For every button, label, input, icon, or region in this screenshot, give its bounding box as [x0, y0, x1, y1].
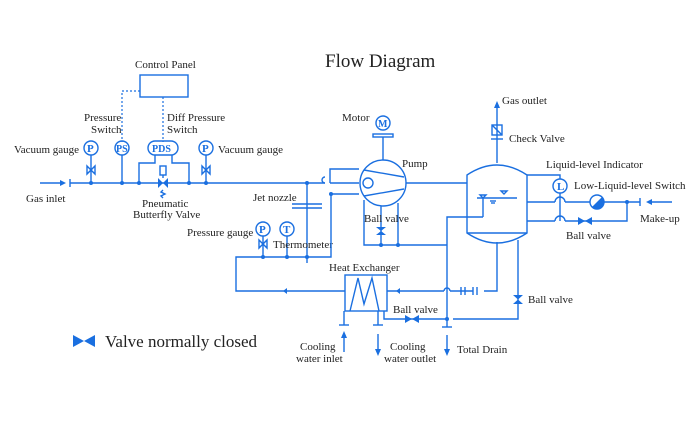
makeup-arrow-icon — [646, 199, 652, 205]
ball-valve-makeup-label: Ball valve — [566, 230, 611, 242]
makeup-junction — [625, 200, 629, 204]
cooling-outlet-label-1: Cooling — [390, 341, 426, 353]
jet-nozzle — [292, 183, 322, 263]
motor: M — [375, 115, 391, 131]
low-liquid-level-switch-label: Low-Liquid-level Switch — [574, 180, 686, 192]
vacuum-gauge-right: P — [198, 140, 214, 183]
legend-text: Valve normally closed — [105, 332, 258, 351]
heat-exchanger-label: Heat Exchanger — [329, 262, 400, 274]
cooling-inlet-label-2: water inlet — [296, 353, 343, 365]
tank-bottom-line — [484, 242, 498, 292]
pneumatic-butterfly-valve — [158, 165, 168, 199]
ball-valve-right-label: Ball valve — [528, 294, 573, 306]
pump-label: Pump — [402, 158, 428, 170]
svg-text:M: M — [378, 119, 388, 130]
check-valve — [491, 124, 503, 136]
jet-nozzle-label: Jet nozzle — [253, 192, 297, 204]
diagram-title: Flow Diagram — [325, 51, 436, 72]
pressure-gauge: P — [255, 221, 271, 257]
svg-text:P: P — [87, 143, 94, 155]
thermometer: T — [279, 221, 295, 257]
low-liquid-level-switch — [589, 194, 605, 210]
right-drain-line — [453, 240, 519, 320]
hx-ball-valve — [405, 315, 419, 323]
total-drain-arrow-icon — [444, 349, 450, 356]
heat-exchanger — [344, 274, 388, 312]
svg-text:PS: PS — [116, 144, 128, 155]
pump-ball-valve — [376, 227, 386, 235]
pressure-switch-label-2: Switch — [91, 124, 122, 136]
gas-outlet-arrow-icon — [494, 101, 500, 108]
separator-tank — [446, 164, 528, 263]
pressure-switch-ps: PS — [114, 140, 130, 183]
gas-inlet-arrow-icon — [60, 180, 66, 186]
line-crossover — [321, 176, 326, 184]
check-valve-diagonal — [491, 124, 503, 136]
check-valve-label: Check Valve — [509, 133, 565, 145]
pressure-switch-label-1: Pressure — [84, 112, 121, 124]
junction-dots-pump — [379, 243, 400, 247]
vacuum-gauge-left: P — [83, 140, 99, 183]
vacuum-gauge-left-label: Vacuum gauge — [14, 144, 79, 156]
vacuum-gauge-right-label: Vacuum gauge — [218, 144, 283, 156]
flow-arrow-icon — [283, 288, 287, 294]
lli-upper-line — [527, 174, 561, 179]
total-drain-label: Total Drain — [457, 344, 508, 356]
gas-inlet-label: Gas inlet — [26, 193, 65, 205]
svg-text:P: P — [202, 143, 209, 155]
pressure-gauge-label: Pressure gauge — [187, 227, 253, 239]
motor-coupling — [372, 133, 394, 138]
makeup-ball-valve — [578, 217, 592, 225]
motor-label: Motor — [342, 112, 370, 124]
pump — [359, 159, 407, 207]
cooling-inlet-label-1: Cooling — [300, 341, 336, 353]
hx-drain-line — [383, 311, 447, 320]
ball-valve-hx-label: Ball valve — [393, 304, 438, 316]
diff-pressure-label-1: Diff Pressure — [167, 112, 225, 124]
liquid-level-indicator-label: Liquid-level Indicator — [546, 159, 643, 171]
flow-arrow-icon-2 — [396, 288, 400, 294]
control-panel-label: Control Panel — [135, 59, 196, 71]
pneumatic-label-1: Pneumatic — [142, 198, 189, 210]
drain-junction — [445, 317, 449, 321]
control-panel-box — [139, 74, 189, 98]
right-ball-valve — [513, 295, 523, 304]
make-up-label: Make-up — [640, 213, 680, 225]
cooling-outlet-arrow-icon — [375, 349, 381, 356]
svg-text:P: P — [259, 224, 266, 236]
crossover-b — [554, 215, 566, 222]
junction-dots-loop — [261, 192, 333, 259]
diff-pressure-switch-pds: PDS — [138, 140, 190, 183]
diff-pressure-label-2: Switch — [167, 124, 198, 136]
signal-line-ps — [121, 90, 140, 142]
cooling-inlet-arrow-icon — [341, 331, 347, 338]
pneumatic-label-2: Butterfly Valve — [133, 209, 200, 221]
cooling-outlet-label-2: water outlet — [384, 353, 436, 365]
pump-drain-line — [363, 200, 447, 246]
svg-text:T: T — [283, 224, 291, 236]
liquid-level-indicator: L — [552, 178, 568, 194]
svg-text:L: L — [557, 181, 564, 193]
pump-bypass-line — [329, 168, 359, 183]
thermometer-label: Thermometer — [273, 239, 333, 251]
gas-outlet-label: Gas outlet — [502, 95, 547, 107]
bowtie-valve-closed-icon — [73, 335, 95, 347]
svg-text:PDS: PDS — [152, 144, 171, 155]
hx-outlet-loop — [235, 194, 345, 292]
ball-valve-pump-label: Ball valve — [364, 213, 409, 225]
